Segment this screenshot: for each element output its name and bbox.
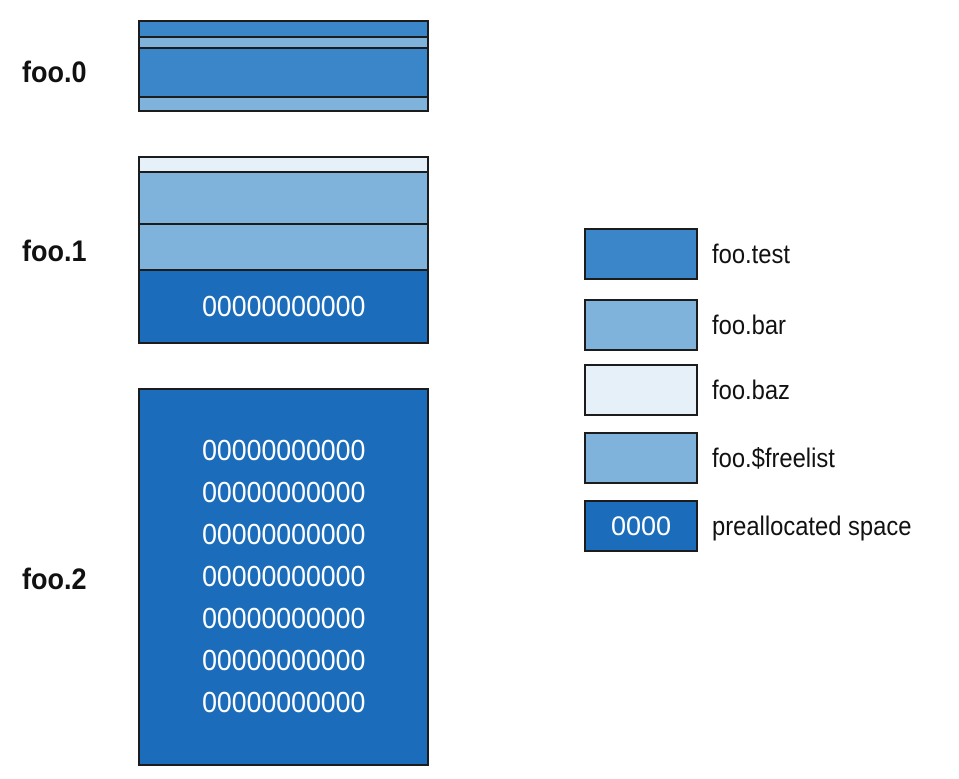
segment-foo-baz bbox=[140, 158, 427, 173]
data-file-foo-1: 00000000000 bbox=[138, 156, 429, 344]
preallocated-row: 00000000000 bbox=[201, 435, 366, 467]
segment-preallocated-space: 00000000000 00000000000 00000000000 0000… bbox=[140, 390, 427, 764]
legend-swatch-foo-baz bbox=[584, 364, 698, 416]
legend-swatch-foo-freelist bbox=[584, 432, 698, 484]
legend-item-foo-freelist: foo.$freelist bbox=[584, 432, 852, 484]
preallocated-row: 00000000000 bbox=[201, 645, 366, 677]
legend-label-preallocated-space: preallocated space bbox=[712, 510, 912, 541]
legend-item-foo-bar: foo.bar bbox=[584, 299, 796, 351]
segment-foo-test bbox=[140, 49, 427, 98]
data-file-foo-2: 00000000000 00000000000 00000000000 0000… bbox=[138, 388, 429, 766]
legend-label-foo-test: foo.test bbox=[712, 238, 790, 269]
segment-foo-bar bbox=[140, 173, 427, 225]
legend-item-foo-test: foo.test bbox=[584, 228, 801, 280]
file-label-foo-1: foo.1 bbox=[22, 235, 87, 268]
preallocated-row: 00000000000 bbox=[201, 561, 366, 593]
legend-item-preallocated-space: 0000 preallocated space bbox=[584, 500, 939, 552]
legend-label-foo-freelist: foo.$freelist bbox=[712, 442, 835, 473]
file-label-foo-2: foo.2 bbox=[22, 563, 87, 596]
segment-preallocated-space: 00000000000 bbox=[140, 271, 427, 342]
data-file-foo-0 bbox=[138, 20, 429, 112]
segment-foo-test bbox=[140, 22, 427, 38]
legend-label-foo-bar: foo.bar bbox=[712, 309, 786, 340]
preallocated-row: 00000000000 bbox=[201, 603, 366, 635]
legend-swatch-preallocated-space: 0000 bbox=[584, 500, 698, 552]
legend-label-foo-baz: foo.baz bbox=[712, 374, 790, 405]
legend-swatch-foo-test bbox=[584, 228, 698, 280]
preallocated-row: 00000000000 bbox=[201, 687, 366, 719]
file-label-foo-0: foo.0 bbox=[22, 56, 87, 89]
segment-foo-freelist bbox=[140, 38, 427, 49]
preallocated-row: 00000000000 bbox=[201, 519, 366, 551]
preallocated-row: 00000000000 bbox=[201, 477, 366, 509]
preallocated-row: 00000000000 bbox=[201, 290, 366, 323]
legend-item-foo-baz: foo.baz bbox=[584, 364, 801, 416]
segment-foo-freelist bbox=[140, 98, 427, 110]
legend-swatch-foo-bar bbox=[584, 299, 698, 351]
segment-foo-bar bbox=[140, 225, 427, 271]
